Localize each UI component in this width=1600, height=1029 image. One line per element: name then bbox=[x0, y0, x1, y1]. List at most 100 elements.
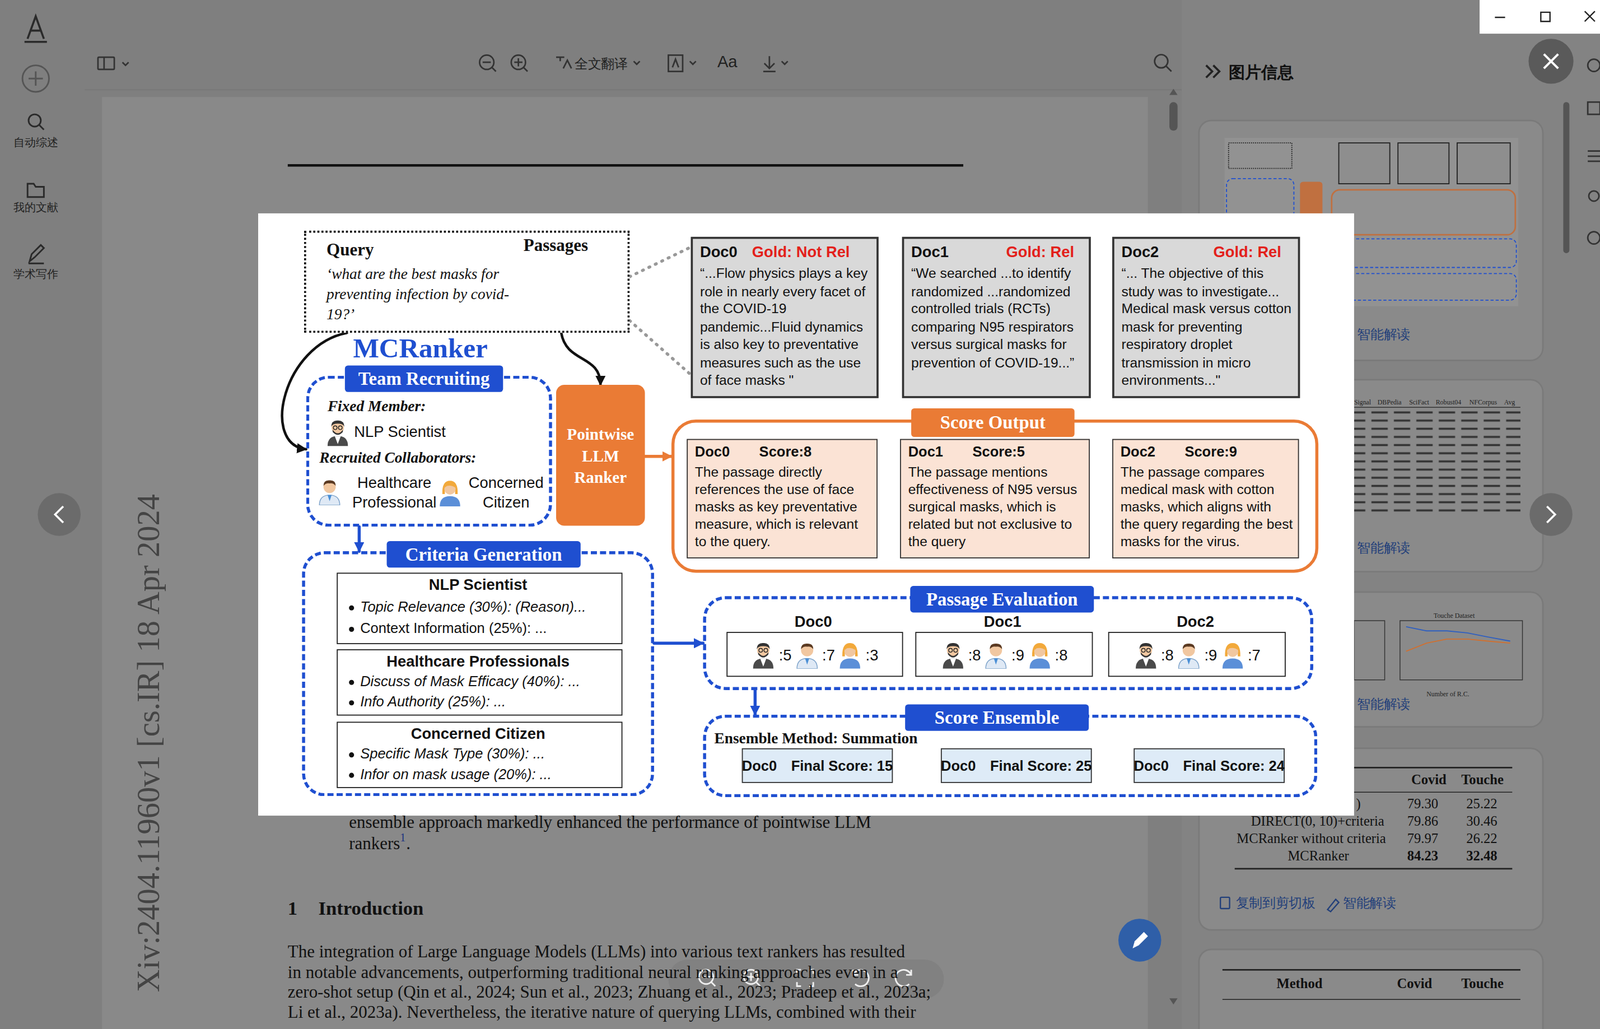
box-text: NLP Scientist bbox=[337, 575, 619, 594]
box-text: Query bbox=[326, 239, 374, 260]
bullet-dot bbox=[348, 772, 354, 778]
shape-circle bbox=[323, 480, 337, 493]
box-text: Doc1 bbox=[911, 243, 949, 261]
shape-line bbox=[84, 89, 1182, 91]
person-icon bbox=[1027, 640, 1052, 669]
shape-path bbox=[1032, 642, 1048, 657]
label-text: 复制到剪切板 bbox=[1235, 893, 1316, 913]
box-text: :8 bbox=[1160, 645, 1174, 664]
shape-path bbox=[1327, 899, 1340, 912]
label-text: Touche Dataset bbox=[1433, 611, 1475, 619]
shape-path bbox=[1135, 658, 1156, 669]
connector bbox=[654, 641, 703, 645]
box-text: Doc0 bbox=[1133, 757, 1169, 774]
shape-path bbox=[442, 480, 458, 494]
box-text: :9 bbox=[1204, 645, 1217, 664]
shape-rect bbox=[1400, 620, 1523, 680]
label-text: 79.97 bbox=[1407, 830, 1439, 847]
box-text: Concerned Citizen bbox=[466, 472, 547, 512]
label-text: 1 bbox=[399, 830, 406, 843]
prev-button bbox=[37, 492, 81, 536]
shape-rect bbox=[1397, 142, 1449, 184]
box-text: Gold: Rel bbox=[1006, 243, 1075, 261]
shape-path bbox=[756, 642, 771, 650]
box-text: Doc0 bbox=[727, 612, 899, 630]
box-text: Concerned Citizen bbox=[337, 724, 619, 743]
shape-path bbox=[753, 658, 774, 669]
shape-circle bbox=[444, 483, 456, 495]
connector bbox=[561, 332, 601, 385]
shape-rect bbox=[98, 57, 115, 70]
bullet-dot bbox=[348, 700, 354, 706]
box-text: Doc2 bbox=[1120, 442, 1156, 460]
shape-line bbox=[1222, 968, 1521, 971]
shape-circle bbox=[948, 648, 953, 653]
box-text: Context Information (25%): ... bbox=[360, 619, 547, 636]
shape-path bbox=[323, 479, 337, 486]
shape-circle bbox=[1588, 190, 1599, 202]
shape-path bbox=[1221, 658, 1243, 669]
label-text: 智能解读 bbox=[1356, 325, 1411, 344]
connector bbox=[282, 332, 348, 450]
shape-path bbox=[332, 429, 343, 435]
shape-path bbox=[1166, 66, 1172, 72]
shape-path bbox=[949, 658, 956, 667]
toolbar-icons bbox=[98, 54, 1172, 72]
shape-path bbox=[28, 244, 44, 264]
box-text: Fixed Member: bbox=[327, 398, 426, 416]
label-text: 32.48 bbox=[1466, 847, 1497, 865]
box-text: :9 bbox=[1011, 645, 1025, 664]
label-text: MCRanker bbox=[1287, 847, 1349, 865]
label-text: Xiv:2404.11960v1 [cs.IR] 18 Apr 2024 bbox=[130, 493, 168, 992]
text-row: :8:9:7 bbox=[1109, 632, 1285, 676]
shape-rect bbox=[1344, 273, 1516, 300]
shape-circle bbox=[338, 425, 343, 430]
label-text: 学术写作 bbox=[13, 266, 59, 282]
box-text: :8 bbox=[968, 645, 982, 664]
box-text: Discuss of Mask Efficacy (40%): ... bbox=[360, 672, 581, 689]
shape-rect bbox=[1563, 101, 1570, 254]
label-text: 84.23 bbox=[1407, 847, 1439, 865]
label-text: ensemble approach markedly enhanced the … bbox=[348, 812, 871, 833]
shape-rect bbox=[1199, 949, 1543, 1029]
criteria-box: NLP ScientistTopic Relevance (30%): (Rea… bbox=[336, 572, 623, 645]
evaluation-box: Doc1:8:9:8 bbox=[915, 631, 1093, 677]
shape-circle bbox=[800, 644, 814, 657]
shape-path bbox=[439, 496, 460, 507]
box-text: :3 bbox=[865, 645, 879, 664]
label-text: 30.46 bbox=[1466, 813, 1497, 830]
ensemble-region: Score EnsembleEnsemble Method: Summation… bbox=[702, 714, 1318, 798]
label-text: Touche bbox=[1461, 771, 1504, 788]
shape-path bbox=[1543, 54, 1559, 69]
shape-path bbox=[840, 658, 861, 669]
label-text: Signal bbox=[1354, 398, 1371, 406]
label-text: . bbox=[406, 833, 411, 855]
connector bbox=[645, 454, 672, 458]
shape-path bbox=[633, 61, 641, 64]
label-text: Introduction bbox=[318, 897, 424, 920]
scroll-thumb bbox=[1169, 101, 1178, 131]
shape-path bbox=[1029, 658, 1050, 669]
label-text: in notable advancements, outperforming t… bbox=[287, 962, 899, 983]
shape-path bbox=[54, 506, 64, 523]
shape-path bbox=[27, 183, 44, 198]
passage-box: Doc1Gold: Rel“We searched ...to identify… bbox=[902, 236, 1091, 399]
box-text: Passage Evaluation bbox=[910, 585, 1094, 613]
shape-rect bbox=[1587, 101, 1600, 115]
label-text: Robust04 bbox=[1435, 398, 1462, 406]
shape-circle bbox=[1182, 644, 1196, 657]
label-text: Li et al., 2023a). Nevertheless, the ite… bbox=[287, 1002, 917, 1023]
label-text: 25.22 bbox=[1466, 795, 1497, 813]
shape-path bbox=[327, 435, 348, 446]
shape-rect bbox=[1228, 142, 1292, 169]
shape-path bbox=[945, 642, 960, 650]
passage-box: Doc0Gold: Not Rel“...Flow physics plays … bbox=[691, 236, 879, 399]
shape-path bbox=[1546, 506, 1556, 523]
shape-path bbox=[556, 57, 572, 69]
query-box: Query‘what are the best masks for preven… bbox=[304, 230, 630, 333]
shape-path bbox=[990, 643, 1003, 650]
shape-path bbox=[39, 124, 44, 130]
final-score-box: Doc0Final Score: 15 bbox=[742, 748, 894, 783]
box-text: Doc1 bbox=[908, 442, 944, 460]
